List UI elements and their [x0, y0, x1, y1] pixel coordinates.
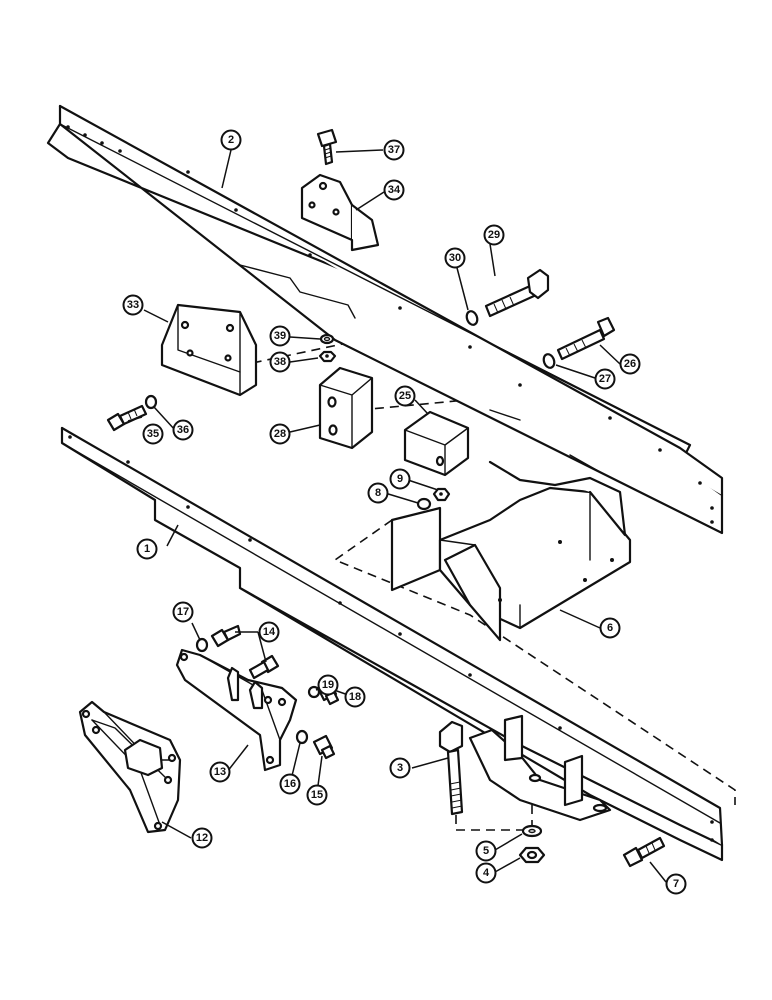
washer-27	[542, 353, 556, 369]
callout-17: 16	[279, 773, 301, 795]
upper-frame-rail	[46, 104, 724, 535]
spacer-block-28	[318, 366, 374, 450]
callout-37: 37	[383, 139, 405, 161]
bracket-12	[78, 700, 182, 834]
callout-39: 39	[269, 325, 291, 347]
callout-34: 34	[383, 179, 405, 201]
callout-7: 7	[665, 873, 687, 895]
bolt-16	[312, 734, 336, 760]
callout-label-28: 28	[274, 428, 286, 440]
bolt-29	[484, 268, 550, 318]
callout-label-27: 27	[599, 373, 611, 385]
callout-label-26: 26	[624, 358, 636, 370]
callout-label-2: 2	[228, 134, 234, 146]
callout-label-18: 18	[349, 691, 361, 703]
callout-12: 12	[191, 827, 213, 849]
callout-label-37: 37	[388, 144, 400, 156]
spacer-block-25	[403, 410, 470, 477]
callout-14: 14	[258, 621, 280, 643]
bolt-14b	[248, 654, 280, 680]
callout-label-6: 6	[607, 622, 613, 634]
callout-18: 18	[344, 686, 366, 708]
bolt-7	[622, 836, 666, 868]
callout-30: 30	[444, 247, 466, 269]
nut-38	[318, 350, 337, 363]
bolt-35	[106, 404, 148, 432]
callout-label-12: 12	[196, 832, 208, 844]
callout-36: 36	[172, 419, 194, 441]
callout-29: 29	[483, 224, 505, 246]
callout-label-8: 8	[375, 487, 381, 499]
callout-9: 9	[389, 468, 411, 490]
callout-label-5: 5	[483, 845, 489, 857]
callout-label-4: 4	[483, 867, 490, 879]
nut-4	[518, 846, 546, 864]
callout-25: 25	[394, 385, 416, 407]
bolt-3	[438, 720, 464, 816]
washer-17	[295, 729, 309, 745]
callout-label-30: 30	[449, 252, 461, 264]
bolt-26	[556, 316, 616, 361]
cross-member-pan-6	[390, 460, 632, 642]
callout-27: 27	[594, 368, 616, 390]
bolt-37	[316, 128, 338, 166]
callout-label-36: 36	[177, 424, 189, 436]
side-mounting-bracket	[160, 303, 258, 397]
callout-label-1: 1	[144, 543, 150, 555]
callout-33: 33	[122, 294, 144, 316]
callout-6: 6	[599, 617, 621, 639]
leader-lines	[127, 149, 667, 883]
callout-1: 1	[136, 538, 158, 560]
upper-mounting-bracket	[300, 173, 380, 252]
callout-35: 35	[142, 423, 164, 445]
lower-frame-rail	[60, 426, 724, 862]
rear-rail-bracket	[468, 714, 612, 822]
callout-label-15: 17	[177, 606, 189, 618]
callout-16: 15	[306, 784, 328, 806]
callout-8: 8	[367, 482, 389, 504]
washer-36	[144, 394, 158, 410]
callout-2: 2	[220, 129, 242, 151]
callout-4: 4	[475, 862, 497, 884]
washer-15	[195, 637, 209, 653]
callout-15: 17	[172, 601, 194, 623]
callout-26: 26	[619, 353, 641, 375]
washer-19	[307, 685, 321, 699]
bracket-13	[175, 648, 298, 772]
callout-label-13: 13	[214, 766, 226, 778]
callout-label-25: 25	[399, 390, 411, 402]
callout-label-34: 34	[388, 184, 401, 196]
callout-label-14: 14	[263, 626, 276, 638]
bolt-14a	[210, 624, 242, 648]
callout-label-17: 16	[284, 778, 296, 790]
nut-9	[432, 487, 451, 502]
callout-label-38: 38	[274, 356, 286, 368]
callout-38: 38	[269, 351, 291, 373]
washer-5	[521, 824, 543, 838]
callout-label-9: 9	[397, 473, 403, 485]
callout-28: 28	[269, 423, 291, 445]
callout-label-16: 15	[311, 789, 323, 801]
callout-3: 3	[389, 757, 411, 779]
callout-13: 13	[209, 761, 231, 783]
washer-8	[416, 497, 432, 511]
callout-19: 19	[317, 674, 339, 696]
callout-label-7: 7	[673, 878, 679, 890]
callout-label-3: 3	[397, 762, 403, 774]
callout-label-39: 39	[274, 330, 286, 342]
washer-39	[319, 333, 335, 345]
callout-label-19: 19	[322, 679, 334, 691]
callout-5: 5	[475, 840, 497, 862]
washer-30	[465, 310, 479, 326]
callout-label-33: 33	[127, 299, 139, 311]
callout-label-29: 29	[488, 229, 500, 241]
callout-label-35: 35	[147, 428, 159, 440]
